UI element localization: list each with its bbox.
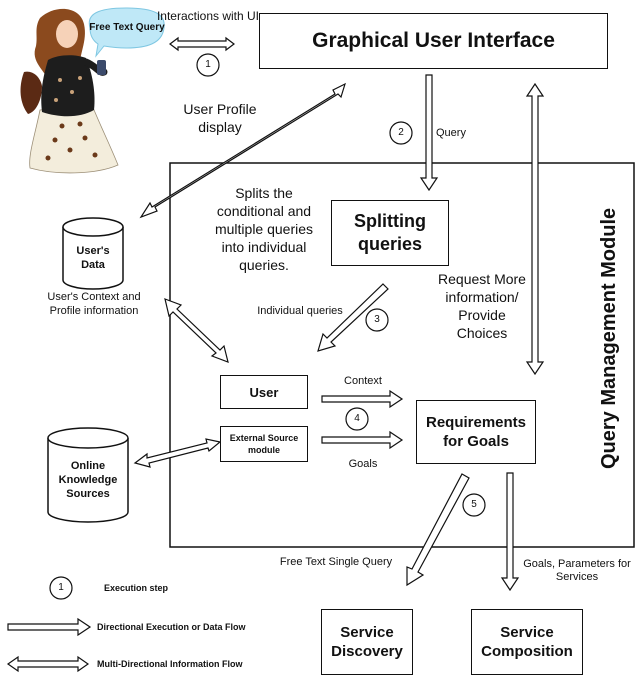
user-box: User [220, 375, 308, 409]
gui-box: Graphical User Interface [259, 13, 608, 69]
legend-multi-directional-flow: Multi-Directional Information Flow [97, 659, 243, 669]
step-circle-3 [365, 308, 389, 332]
users-data-cylinder [62, 217, 124, 290]
goals-parameters-label: Goals, Parameters for Services [523, 558, 631, 583]
step-4-number: 4 [354, 413, 360, 424]
arrow-external-online [133, 438, 222, 468]
user-profile-display-label: User Profile display [183, 101, 257, 135]
speech-bubble [88, 7, 165, 58]
splits-description: Splits the conditional and multiple quer… [214, 185, 314, 273]
legend-multidirectional-arrow [6, 655, 90, 673]
user-illustration [20, 8, 119, 174]
step-circle-5 [462, 493, 486, 517]
legend-step-number: 1 [58, 582, 64, 593]
legend-step-circle [49, 576, 73, 600]
step-circle-1 [196, 53, 220, 77]
arrow-free-text-single [406, 473, 470, 587]
free-text-single-label: Free Text Single Query [279, 556, 393, 568]
service-composition-box: Service Composition [471, 609, 583, 675]
splitting-queries-box: Splitting queries [331, 200, 449, 266]
query-management-module-frame [169, 162, 635, 548]
step-2-number: 2 [398, 127, 404, 138]
external-source-module-box: External Source module [220, 426, 308, 462]
arrow-userdata-user [164, 298, 229, 363]
arrow-goals [321, 430, 404, 450]
step-1-number: 1 [205, 59, 211, 70]
bubble-text: Free Text Query [89, 22, 165, 33]
query-label: Query [436, 127, 466, 139]
legend-directional-arrow [7, 617, 92, 637]
online-knowledge-cylinder [47, 427, 129, 523]
requirements-for-goals-box: Requirements for Goals [416, 400, 536, 464]
users-context-label: User's Context and Profile information [47, 291, 141, 317]
arrow-context [321, 389, 404, 409]
step-circle-4 [345, 407, 369, 431]
legend-directional-flow: Directional Execution or Data Flow [97, 622, 246, 632]
individual-queries-label: Individual queries [257, 305, 343, 317]
arrow-request-more [525, 82, 545, 376]
legend-execution-step: Execution step [104, 583, 169, 593]
online-knowledge-label: Online Knowledge Sources [58, 460, 118, 500]
request-more-label: Request More information/ Provide Choice… [438, 271, 526, 341]
arrow-individual-queries [317, 283, 389, 352]
step-3-number: 3 [374, 314, 380, 325]
goals-label: Goals [348, 458, 378, 470]
context-label: Context [344, 375, 382, 387]
arrow-interactions [169, 36, 235, 52]
service-discovery-box: Service Discovery [321, 609, 413, 675]
users-data-label: User's Data [76, 245, 110, 271]
query-management-module-title: Query Management Module [598, 207, 620, 469]
step-5-number: 5 [471, 499, 477, 510]
arrow-goals-parameters [500, 472, 520, 592]
arrow-query-down [419, 74, 439, 192]
step-circle-2 [389, 121, 413, 145]
interactions-label: Interactions with UI [156, 9, 260, 23]
arrow-user-profile [139, 82, 346, 219]
